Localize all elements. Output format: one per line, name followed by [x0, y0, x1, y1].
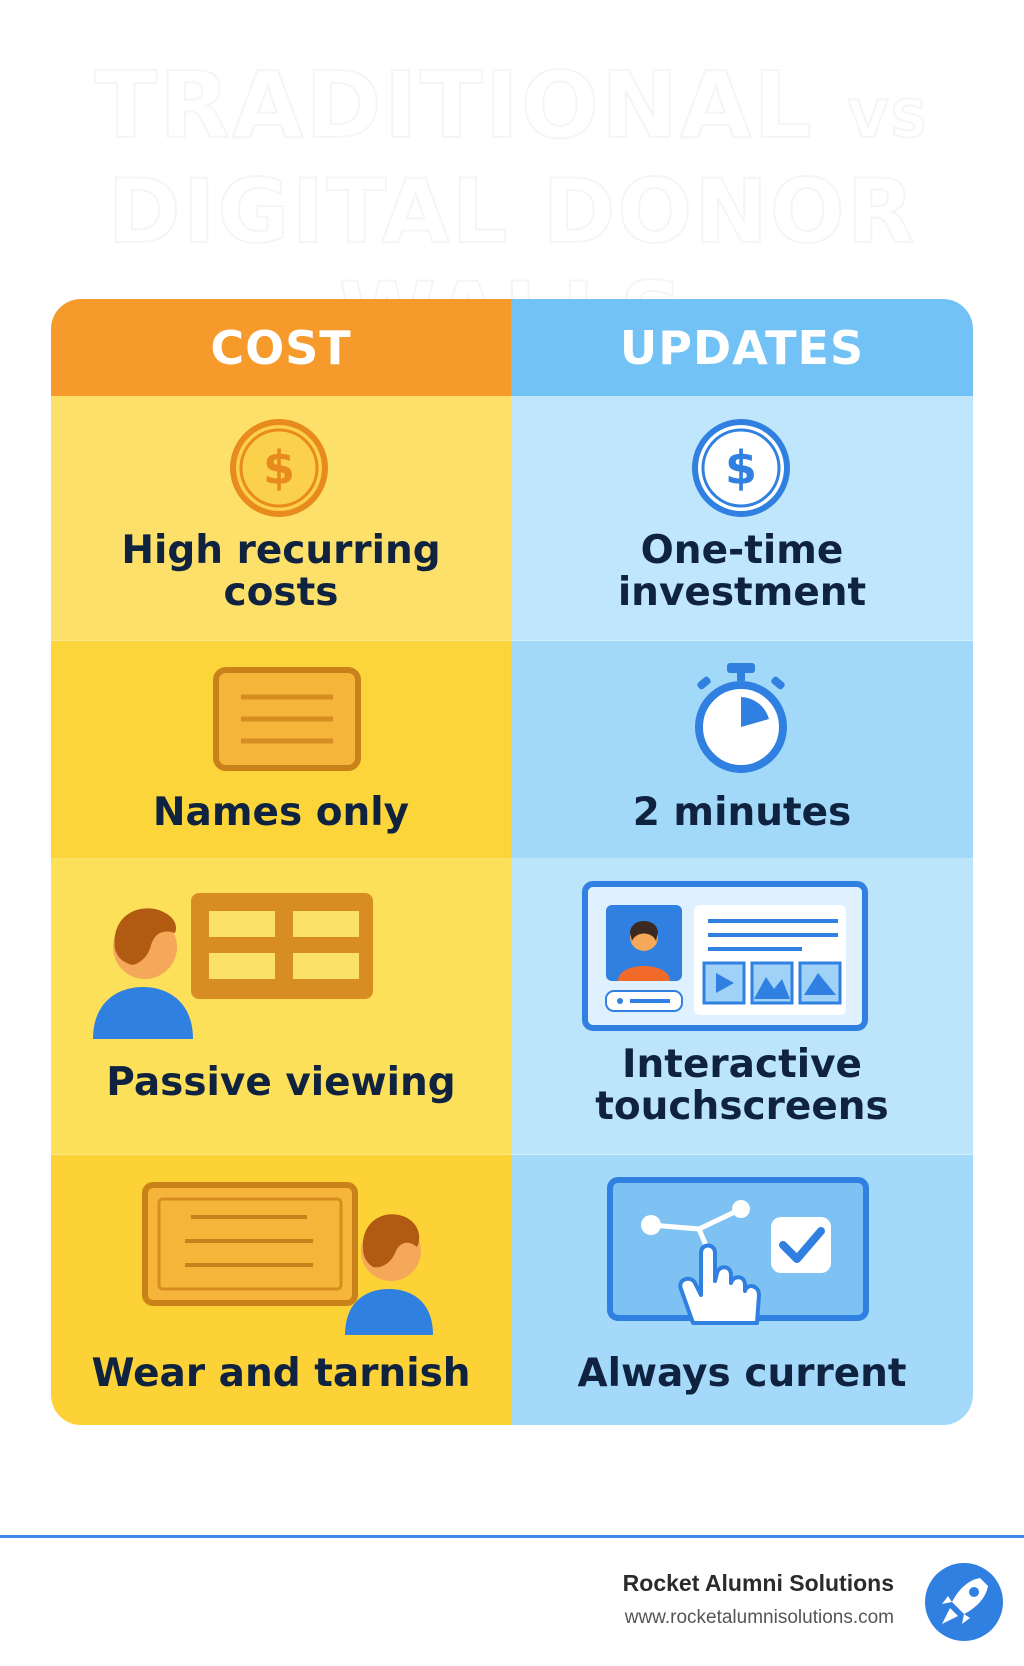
row-4-right-cell: Always current	[511, 1155, 973, 1425]
footer-divider	[0, 1535, 1024, 1538]
row-4-left-cell: Wear and tarnish	[51, 1155, 511, 1425]
row-1-left-cell: $ High recurring costs	[51, 396, 511, 641]
row-3-left-label: Passive viewing	[106, 1060, 456, 1105]
interactive-display-icon	[582, 881, 868, 1031]
row-3-right-label: Interactive touchscreens	[595, 1042, 889, 1129]
brand-name: Rocket Alumni Solutions	[622, 1570, 894, 1596]
row-3-left-cell: Passive viewing	[51, 859, 511, 1155]
title-traditional: TRADITIONAL	[93, 51, 814, 160]
row-3-right-cell: Interactive touchscreens	[511, 859, 973, 1155]
svg-text:$: $	[725, 441, 757, 495]
row-2-left-label: Names only	[152, 790, 410, 835]
column-header-updates-label: UPDATES	[619, 320, 865, 375]
title-vs: VS	[847, 89, 930, 151]
rocket-icon	[925, 1563, 1003, 1641]
touchscreen-tap-icon	[607, 1177, 869, 1325]
row-1-left-label: High recurring costs	[121, 528, 441, 615]
stopwatch-icon	[695, 663, 787, 773]
row-2-right-cell: 2 minutes	[511, 641, 973, 859]
row-2-right-label: 2 minutes	[632, 790, 852, 835]
svg-text:$: $	[263, 441, 295, 495]
person-viewing-plaque-icon	[93, 893, 373, 1039]
row-4-right-label: Always current	[577, 1351, 907, 1396]
dollar-coin-icon: $	[692, 419, 790, 517]
row-1-right-cell: $ One-time investment	[511, 396, 973, 641]
column-header-cost: COST	[51, 299, 511, 396]
title-line-1: TRADITIONAL VS	[0, 51, 1024, 160]
nameplate-icon	[213, 667, 361, 771]
column-header-updates: UPDATES	[511, 299, 973, 396]
row-2-left-cell: Names only	[51, 641, 511, 859]
column-header-cost-label: COST	[210, 320, 352, 375]
row-1-right-label: One-time investment	[617, 528, 867, 615]
brand-url[interactable]: www.rocketalumnisolutions.com	[624, 1607, 894, 1628]
comparison-table: COST UPDATES $ High recurring costs $ On…	[51, 299, 973, 1425]
row-4-left-label: Wear and tarnish	[91, 1351, 471, 1396]
dollar-coin-icon: $	[230, 419, 328, 517]
brand-block: Rocket Alumni Solutions www.rocketalumni…	[623, 1570, 894, 1629]
tarnished-plaque-icon	[142, 1182, 433, 1335]
